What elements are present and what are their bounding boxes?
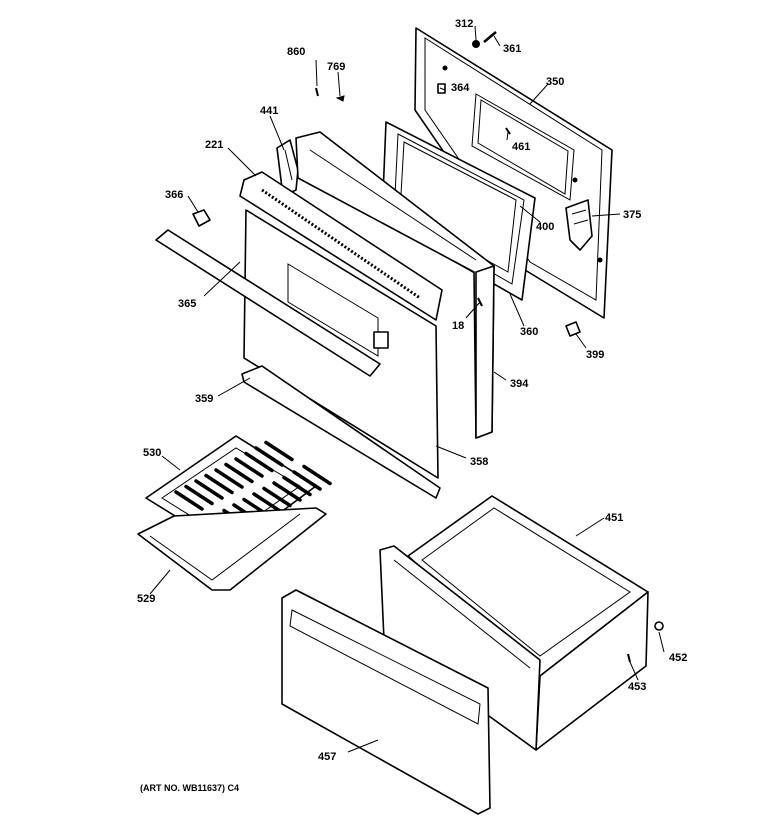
part-451-drawer-box bbox=[379, 495, 649, 751]
grid-slot bbox=[254, 446, 284, 467]
label-394: 394 bbox=[510, 378, 529, 390]
label-350: 350 bbox=[546, 76, 564, 88]
grid-slot bbox=[282, 475, 312, 497]
part-366-clip bbox=[192, 209, 211, 227]
label-769: 769 bbox=[327, 61, 345, 73]
part-361-screw bbox=[483, 31, 497, 43]
grid-slot bbox=[184, 484, 214, 506]
part-860-screw bbox=[315, 87, 319, 97]
label-375: 375 bbox=[623, 209, 641, 221]
label-365: 365 bbox=[178, 298, 196, 310]
grid-slot bbox=[272, 481, 302, 502]
part-457-drawer-front bbox=[281, 589, 491, 815]
label-358: 358 bbox=[470, 456, 488, 468]
label-452: 452 bbox=[669, 652, 687, 664]
grid-slot bbox=[214, 468, 244, 489]
part-359-bottom-trim bbox=[241, 365, 441, 499]
part-529-broiler-pan bbox=[137, 507, 327, 591]
label-457: 457 bbox=[318, 751, 336, 763]
label-451: 451 bbox=[605, 512, 623, 524]
leader-lines bbox=[149, 25, 665, 753]
part-769-clip bbox=[335, 95, 345, 102]
label-399: 399 bbox=[586, 349, 604, 361]
grid-slot bbox=[264, 440, 294, 462]
grid-slot bbox=[204, 473, 234, 495]
part-400-door-window bbox=[399, 141, 517, 273]
label-453: 453 bbox=[628, 681, 646, 693]
art-number: (ART NO. WB11637) C4 bbox=[140, 783, 239, 793]
grid-slot bbox=[194, 479, 224, 500]
grid-slot bbox=[224, 462, 254, 484]
label-530: 530 bbox=[143, 447, 161, 459]
grid-slot bbox=[252, 492, 282, 513]
label-221: 221 bbox=[205, 139, 223, 151]
label-359: 359 bbox=[195, 393, 213, 405]
label-18: 18 bbox=[452, 320, 464, 332]
part-labels: 312 361 860 769 364 350 441 461 221 366 … bbox=[137, 18, 687, 763]
grid-slot bbox=[244, 451, 274, 473]
label-366: 366 bbox=[165, 189, 183, 201]
label-360: 360 bbox=[520, 326, 538, 338]
grid-slot bbox=[302, 464, 332, 486]
label-312: 312 bbox=[455, 18, 473, 30]
grid-slot bbox=[292, 470, 322, 491]
part-312-screw bbox=[472, 40, 480, 48]
part-452-nut bbox=[654, 621, 664, 631]
part-221-vent-trim bbox=[239, 171, 443, 321]
part-350-outer-door-panel bbox=[414, 27, 613, 319]
label-529: 529 bbox=[137, 593, 155, 605]
grid-slot bbox=[234, 457, 264, 478]
label-441: 441 bbox=[260, 105, 278, 117]
grid-slot bbox=[174, 490, 204, 511]
label-361: 361 bbox=[503, 43, 521, 55]
part-399-clip bbox=[565, 321, 581, 337]
part-394-side-trim bbox=[295, 131, 495, 439]
label-400: 400 bbox=[536, 221, 554, 233]
part-453-screw bbox=[627, 653, 631, 663]
label-364: 364 bbox=[451, 82, 470, 94]
part-365-door-handle bbox=[155, 229, 381, 377]
part-375-hinge bbox=[565, 199, 593, 251]
grid-slot bbox=[262, 486, 292, 508]
label-461: 461 bbox=[512, 141, 530, 153]
part-461-screw bbox=[505, 127, 511, 135]
label-860: 860 bbox=[287, 46, 305, 58]
